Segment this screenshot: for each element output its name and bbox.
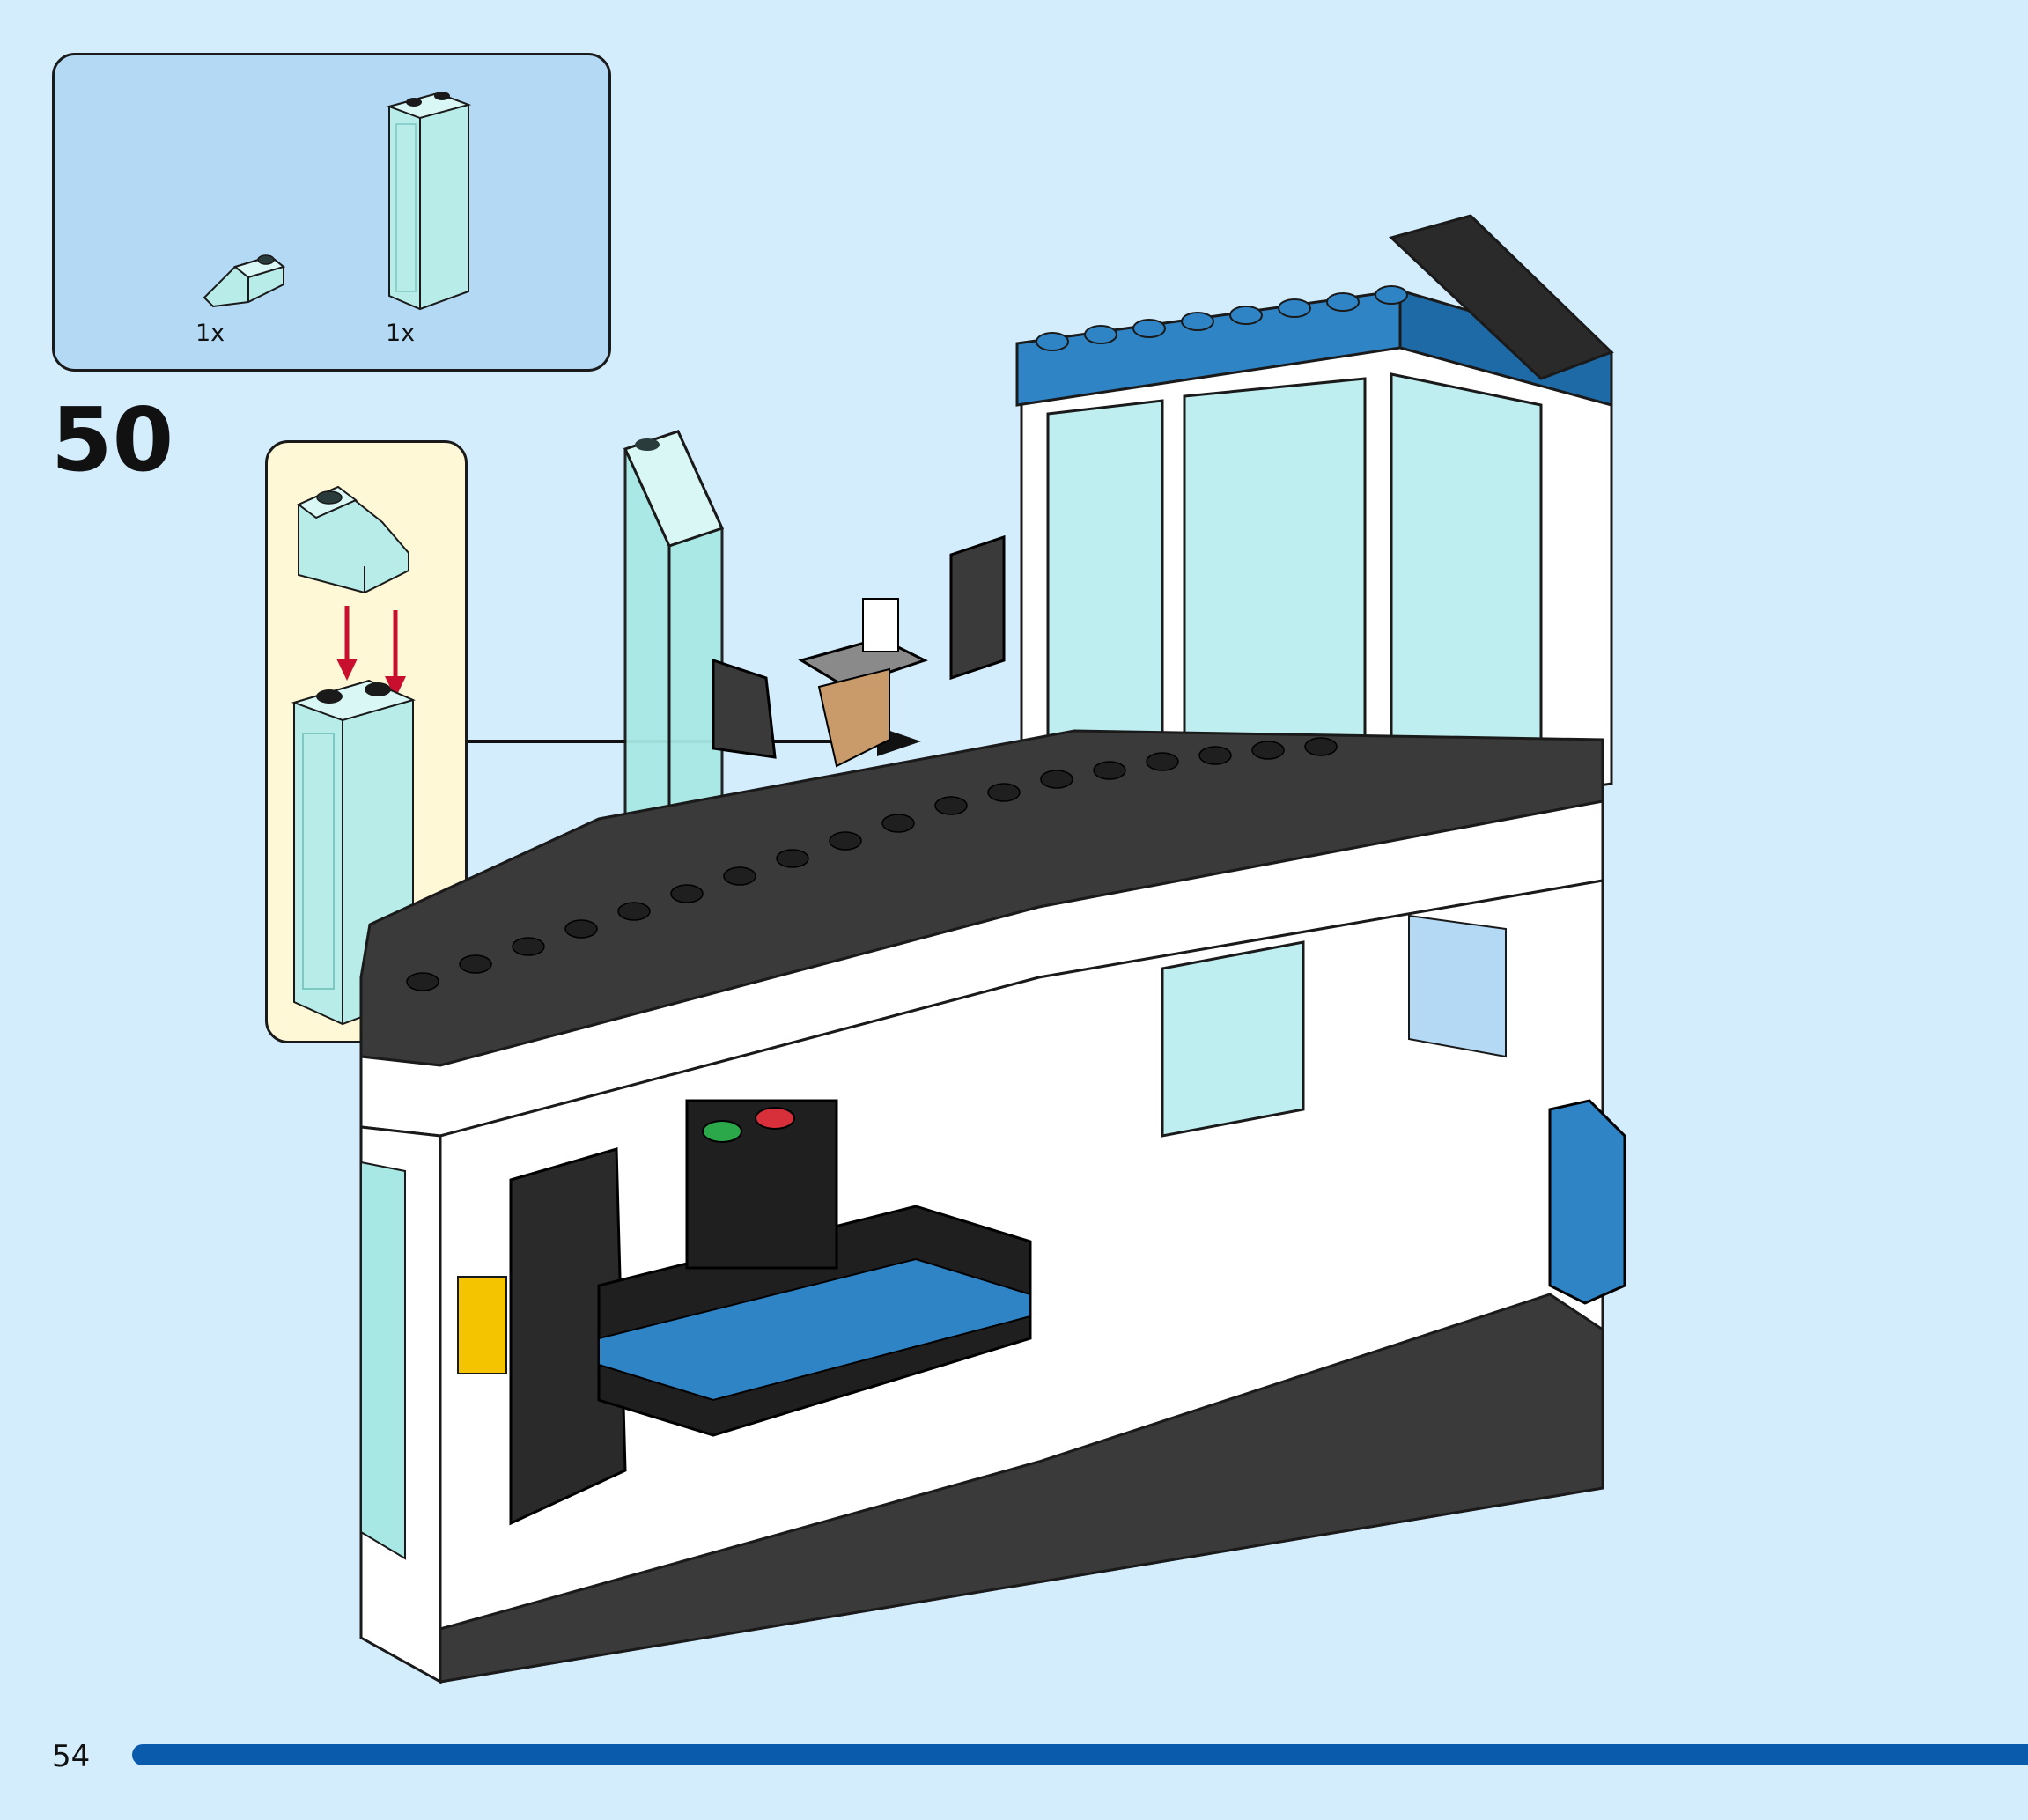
part-quantity-2: 1x [386,320,415,347]
progress-bar [132,1744,2028,1765]
step-number: 50 [51,396,173,484]
page-number: 54 [52,1739,90,1774]
main-build-illustration [511,185,1656,1708]
slope-brick-icon [195,232,292,320]
part-quantity-1: 1x [195,320,225,347]
tall-brick-icon [380,89,477,318]
